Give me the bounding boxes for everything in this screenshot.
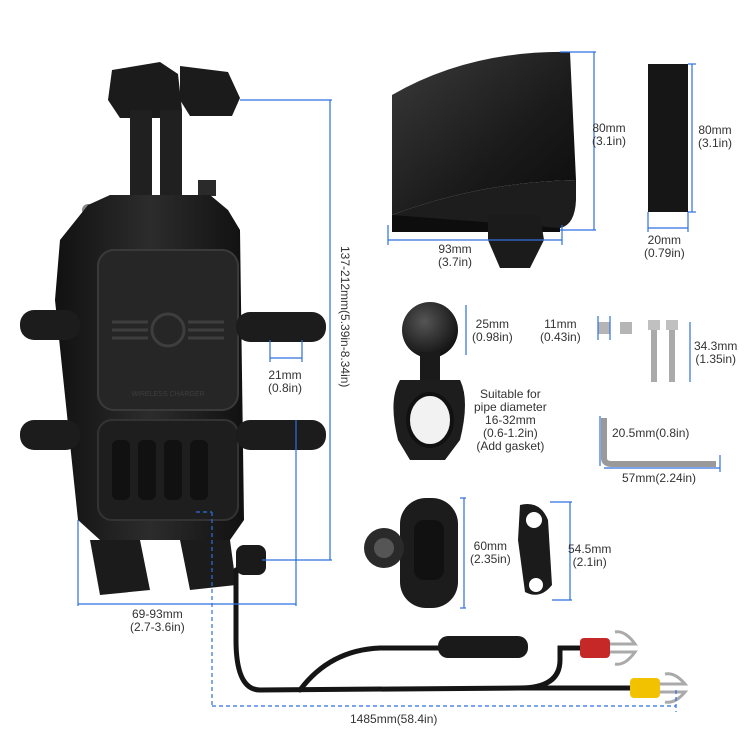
- phone-holder: WIRELESS CHARGER: [20, 62, 326, 595]
- pipe-note-line3: 16-32mm: [485, 413, 536, 427]
- product-print-text: WIRELESS CHARGER: [131, 391, 204, 398]
- red-terminal: [610, 630, 638, 666]
- visor-height-label: 80mm (3.1in): [592, 122, 626, 148]
- pipe-note-line4: (0.6-1.2in): [483, 426, 538, 440]
- pipe-diameter-note: Suitable for pipe diameter 16-32mm (0.6-…: [474, 388, 547, 453]
- short-arm: [518, 504, 552, 595]
- arm-length-in: (2.1in): [572, 555, 607, 569]
- holder-height-label: 137-212mm(5.39in-8.34in): [338, 246, 352, 388]
- fuse-holder: [438, 636, 528, 658]
- double-socket-arm: [364, 498, 458, 608]
- pipe-note-line1: Suitable for: [480, 387, 541, 401]
- visor-width-label: 93mm (3.7in): [438, 243, 472, 269]
- pad-width-label: 20mm (0.79in): [644, 234, 685, 260]
- screw-length-in: (1.35in): [695, 352, 737, 366]
- pad-height-mm: 80mm: [698, 123, 732, 137]
- screw-length-label: 34.3mm (1.35in): [694, 340, 737, 366]
- clamp-height-in: (2.35in): [470, 552, 511, 566]
- yellow-sleeve: [630, 678, 660, 698]
- fuse-red-sleeve: [580, 638, 610, 658]
- arm-width-label: 21mm (0.8in): [268, 369, 302, 395]
- ball-size-in: (0.98in): [472, 330, 513, 344]
- ball-size-label: 25mm (0.98in): [472, 318, 513, 344]
- cable-length-label: 1485mm(58.4in): [350, 712, 438, 726]
- sun-visor: [392, 51, 576, 268]
- pad-height-in: (3.1in): [698, 136, 733, 150]
- clamp-height-mm: 60mm: [473, 539, 508, 553]
- screws-and-nuts: [598, 320, 678, 382]
- holder-width-mm: 69-93mm: [132, 607, 183, 621]
- arm-length-label: 54.5mm (2.1in): [568, 543, 611, 569]
- nut-size-label: 11mm (0.43in): [540, 318, 581, 344]
- clamp-height-label: 60mm (2.35in): [470, 540, 511, 566]
- pad-width-in: (0.79in): [644, 246, 685, 260]
- pad-height-label: 80mm (3.1in): [698, 124, 732, 150]
- pipe-note-line5: (Add gasket): [476, 439, 545, 453]
- visor-width-in: (3.7in): [438, 255, 473, 269]
- pad-width-mm: 20mm: [647, 233, 682, 247]
- allen-short-label: 20.5mm(0.8in): [612, 426, 690, 440]
- ball-size-mm: 25mm: [475, 317, 510, 331]
- nut-size-mm: 11mm: [544, 317, 577, 331]
- screw-length-mm: 34.3mm: [694, 339, 738, 353]
- visor-height-in: (3.1in): [592, 134, 627, 148]
- arm-width-mm: 21mm: [268, 368, 302, 382]
- dimension-lines: [77, 51, 721, 609]
- pipe-note-line2: pipe diameter: [474, 400, 547, 414]
- cable-length-line: [196, 511, 677, 712]
- arm-width-in: (0.8in): [268, 381, 303, 395]
- visor-width-mm: 93mm: [438, 242, 472, 256]
- nut-size-in: (0.43in): [540, 330, 581, 344]
- ball-clamp: [393, 302, 465, 460]
- visor-height-mm: 80mm: [592, 121, 626, 135]
- holder-width-label: 69-93mm (2.7-3.6in): [130, 608, 185, 634]
- power-cable: [233, 567, 643, 693]
- rubber-pad: [648, 64, 688, 212]
- yellow-terminal: [660, 672, 689, 704]
- arm-length-mm: 54.5mm: [568, 542, 612, 556]
- holder-width-in: (2.7-3.6in): [130, 620, 185, 634]
- allen-key: [601, 418, 716, 467]
- allen-long-label: 57mm(2.24in): [622, 471, 697, 485]
